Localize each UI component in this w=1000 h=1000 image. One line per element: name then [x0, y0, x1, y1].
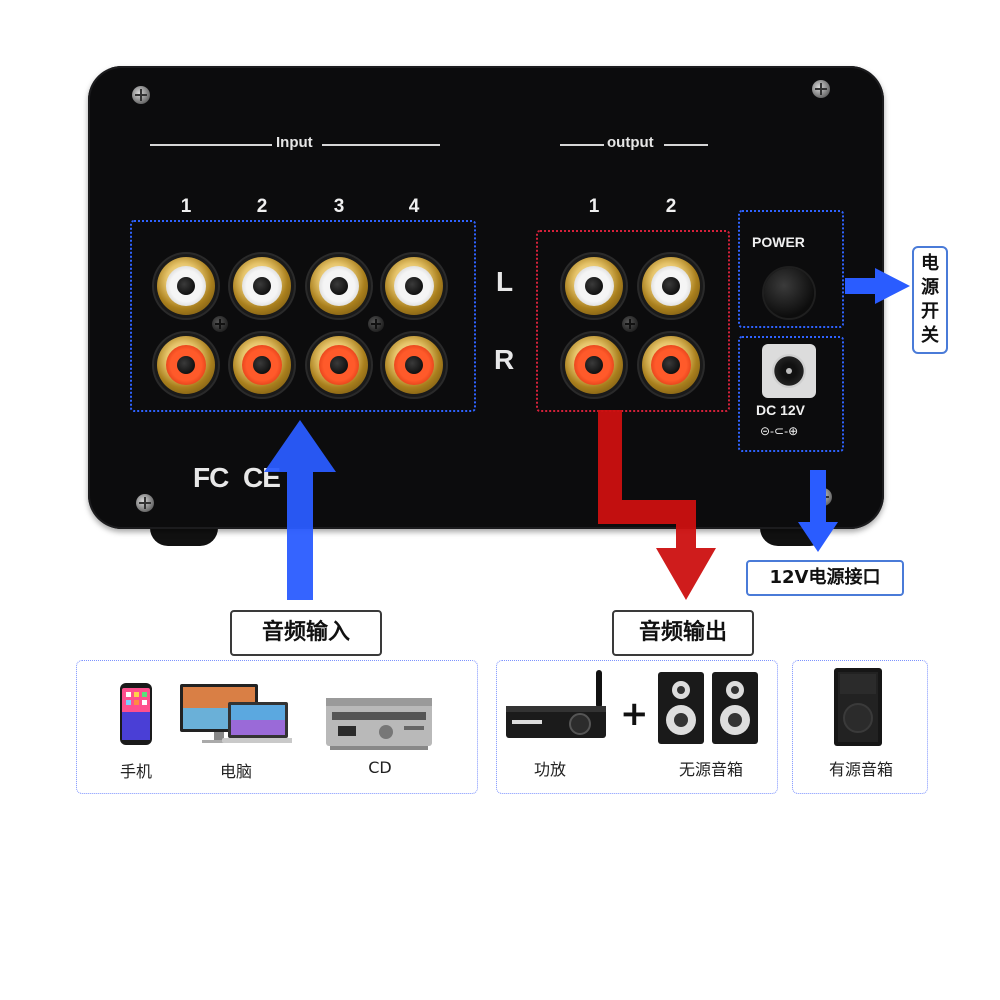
input-1-left-jack[interactable] [157, 257, 215, 315]
power-switch-callout-text: 电源开关 [921, 253, 939, 346]
dc-voltage-label: DC 12V [756, 402, 806, 418]
input-1-right-jack[interactable] [157, 336, 215, 394]
left-channel-label: L [496, 266, 514, 297]
input-channel-number: 1 [180, 196, 192, 217]
fc-mark: FC [193, 462, 229, 493]
input-section-label: Input [276, 134, 313, 151]
phone-label: 手机 [119, 762, 152, 781]
right-channel-label: R [494, 344, 515, 375]
input-2-left-jack[interactable] [233, 257, 291, 315]
power-button[interactable] [764, 268, 814, 318]
input-4-left-jack[interactable] [385, 257, 443, 315]
input-2-right-jack[interactable] [233, 336, 291, 394]
input-arrow-icon [264, 420, 336, 600]
output-2-left-jack[interactable] [642, 257, 700, 315]
phone-icon [120, 683, 152, 745]
output-arrow-icon [598, 410, 716, 600]
input-4-right-jack[interactable] [385, 336, 443, 394]
dc-power-jack[interactable] [762, 344, 816, 398]
passive-speaker-icon [658, 672, 758, 744]
input-3-left-jack[interactable] [310, 257, 368, 315]
computer-icon [180, 684, 292, 743]
passive-speaker-label: 无源音箱 [678, 760, 743, 779]
output-channel-number: 1 [588, 196, 600, 217]
cd-label: CD [368, 758, 392, 777]
power-port-arrow-icon [798, 470, 838, 552]
power-port-callout: 12V电源接口 [746, 560, 904, 596]
input-channel-number: 2 [256, 196, 268, 217]
screw-icon [368, 316, 384, 332]
plus-sign: + [620, 694, 649, 734]
output-channel-number: 2 [665, 196, 677, 217]
active-speaker-icon [834, 668, 882, 746]
screw-icon [136, 494, 154, 512]
input-header-line-right [322, 144, 440, 146]
input-3-right-jack[interactable] [310, 336, 368, 394]
dc-input-group [738, 336, 844, 452]
power-switch-callout: 电源开关 [912, 246, 948, 354]
cd-player-icon [326, 698, 432, 750]
power-switch-group [738, 210, 844, 328]
screw-icon [622, 316, 638, 332]
audio-output-callout: 音频输出 [612, 610, 754, 656]
screw-icon [212, 316, 228, 332]
output-jacks-group [536, 230, 730, 412]
screw-icon [812, 80, 830, 98]
screw-icon [132, 86, 150, 104]
power-switch-arrow-icon [845, 268, 910, 304]
input-header-line-left [150, 144, 272, 146]
output-1-left-jack[interactable] [565, 257, 623, 315]
output-header-line-right [664, 144, 708, 146]
output-1-right-jack[interactable] [565, 336, 623, 394]
audio-input-callout: 音频输入 [230, 610, 382, 656]
dc-polarity-icon: ⊝-⊂-⊕ [760, 424, 799, 438]
amplifier-icon [506, 670, 606, 738]
active-speaker-label: 有源音箱 [828, 760, 893, 779]
output-header-line-left [560, 144, 604, 146]
input-jacks-group [130, 220, 476, 412]
input-channel-number: 4 [408, 196, 420, 217]
amplifier-label: 功放 [533, 760, 566, 779]
computer-label: 电脑 [219, 762, 252, 781]
output-2-right-jack[interactable] [642, 336, 700, 394]
output-section-label: output [607, 134, 654, 151]
power-label: POWER [752, 234, 805, 250]
input-channel-number: 3 [333, 196, 345, 217]
